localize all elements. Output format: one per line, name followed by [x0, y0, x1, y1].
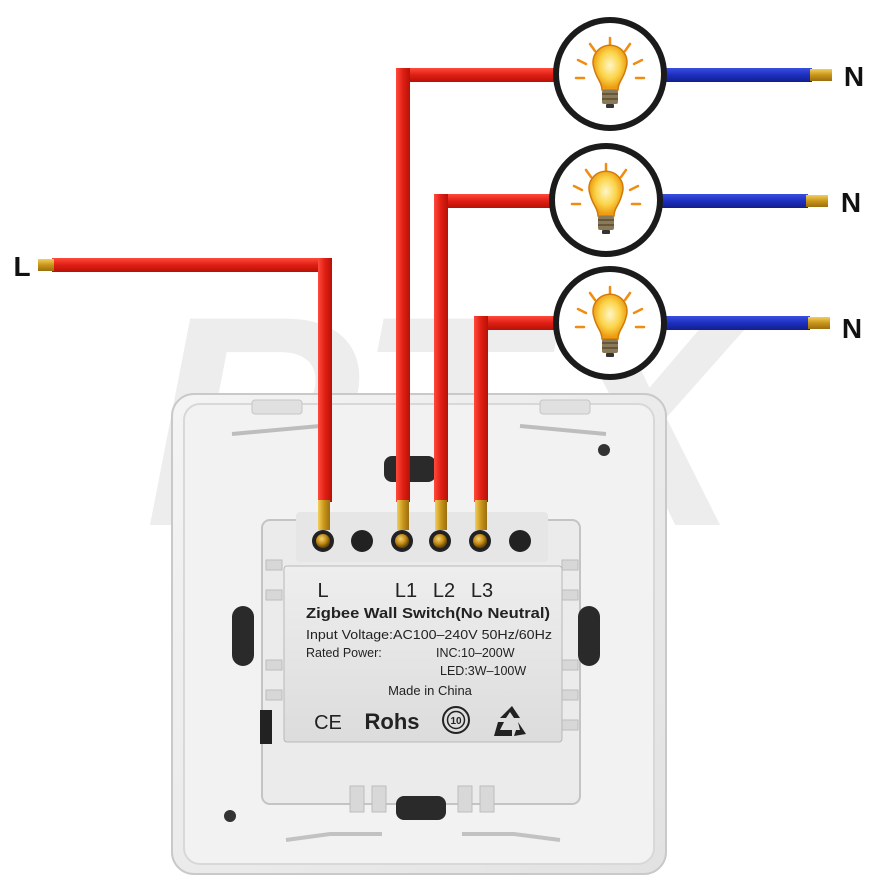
terminal-label-l2: L2 [433, 580, 455, 602]
eco-10-icon: 10 [442, 706, 470, 734]
terminal-screw-l [312, 530, 334, 552]
rohs-mark: Rohs [365, 709, 420, 734]
recycle-icon [494, 706, 526, 736]
label-neutral-1: N [844, 61, 864, 92]
terminal-label-l3: L3 [471, 580, 493, 602]
mount-slot-left [232, 606, 254, 666]
wire-neutral-3 [662, 316, 830, 330]
bulb-icon [553, 17, 667, 131]
terminal-label-l1: L1 [395, 580, 417, 602]
label-led: LED:3W–100W [440, 664, 526, 678]
mount-slot-right [578, 606, 600, 666]
terminal-screw-l2 [429, 530, 451, 552]
wire-neutral-1 [662, 68, 832, 82]
terminal-hole-empty [509, 530, 531, 552]
terminal-screw-l3 [469, 530, 491, 552]
wire-l1 [396, 68, 560, 530]
terminal-screws [312, 530, 531, 552]
label-neutral-2: N [841, 187, 861, 218]
label-plate: L L1 L2 L3 Zigbee Wall Switch(No Neutral… [283, 565, 563, 743]
label-line-in: L [13, 251, 30, 282]
ce-mark: CE [314, 712, 342, 734]
eco-10-text: 10 [450, 716, 462, 727]
terminal-hole-empty [351, 530, 373, 552]
bottom-slot [396, 796, 446, 820]
wire-neutral-2 [658, 194, 828, 208]
terminal-screw-l1 [391, 530, 413, 552]
label-made-in: Made in China [388, 683, 473, 698]
wire-l2 [434, 194, 558, 530]
bulb-icon [553, 266, 667, 380]
wire-live-in [38, 258, 332, 530]
corner-dot-top [598, 444, 610, 456]
label-input-voltage: Input Voltage:AC100–240V 50Hz/60Hz [306, 628, 552, 642]
label-title: Zigbee Wall Switch(No Neutral) [306, 605, 550, 622]
terminal-label-l: L [317, 580, 328, 602]
label-neutral-3: N [842, 313, 862, 344]
wire-l3 [474, 316, 560, 530]
bulb-icon [549, 143, 663, 257]
label-rated-power: Rated Power: [306, 646, 382, 660]
corner-dot-bottom [224, 810, 236, 822]
label-inc: INC:10–200W [436, 646, 515, 660]
